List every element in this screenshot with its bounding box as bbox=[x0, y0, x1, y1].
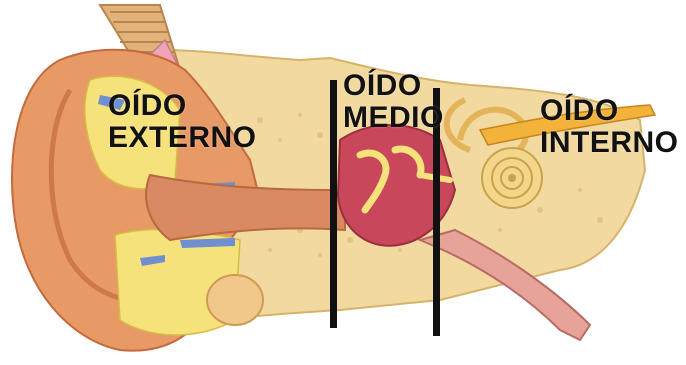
label-outer-ear-line1: OÍDO bbox=[108, 90, 257, 122]
label-inner-ear-line1: OÍDO bbox=[540, 95, 679, 127]
label-outer-ear-line2: EXTERNO bbox=[108, 122, 257, 154]
parotid-gland bbox=[207, 275, 263, 325]
label-middle-ear-line1: OÍDO bbox=[343, 70, 444, 102]
label-middle-ear: OÍDO MEDIO bbox=[343, 70, 444, 134]
label-middle-ear-line2: MEDIO bbox=[343, 102, 444, 134]
label-inner-ear: OÍDO INTERNO bbox=[540, 95, 679, 159]
label-outer-ear: OÍDO EXTERNO bbox=[108, 90, 257, 154]
cochlea bbox=[482, 148, 542, 208]
label-inner-ear-line2: INTERNO bbox=[540, 127, 679, 159]
divider-outer-middle bbox=[330, 80, 337, 328]
